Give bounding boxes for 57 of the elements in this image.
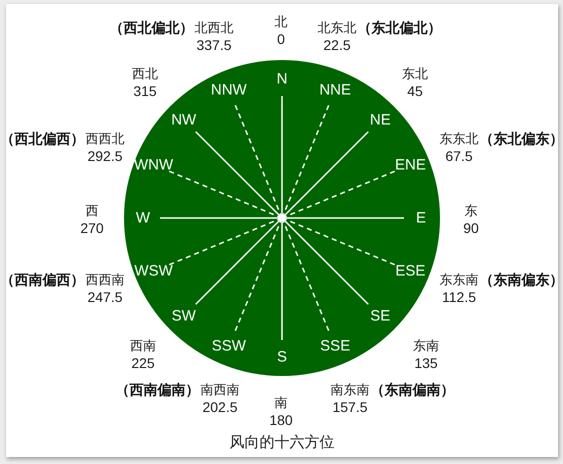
compass-point-label: N — [276, 70, 288, 88]
compass-point-label: SE — [370, 308, 390, 325]
direction-note: （西南偏西） — [0, 272, 84, 288]
degree-value: 45 — [407, 83, 423, 99]
degree-value: 337.5 — [196, 37, 232, 53]
compass-point-label: SSW — [212, 338, 246, 355]
direction-name: 西西南 — [86, 272, 124, 288]
direction-note: （西北偏北） — [110, 20, 194, 36]
compass-point-label: E — [416, 210, 426, 226]
degree-value: 22.5 — [323, 37, 351, 53]
direction-name: 西 — [86, 203, 98, 219]
compass-point-label: NE — [370, 111, 391, 128]
direction-note: （东北偏北） — [358, 20, 442, 36]
degree-value: 270 — [80, 220, 104, 236]
direction-note: （西南偏南） — [116, 382, 200, 398]
compass-point-label: SSE — [320, 338, 350, 355]
direction-name: 东北 — [402, 66, 428, 82]
direction-name: 南东南 — [330, 382, 370, 398]
degree-value: 180 — [269, 412, 293, 428]
direction-note: （西北偏西） — [0, 130, 84, 148]
direction-note: （东北偏东） — [480, 130, 563, 148]
compass-point-label: ENE — [394, 156, 426, 174]
degree-value: 157.5 — [332, 399, 368, 415]
degree-value: 0 — [277, 31, 285, 47]
degree-value: 225 — [131, 355, 155, 371]
degree-value: 292.5 — [87, 148, 123, 164]
direction-name: 南西南 — [200, 382, 240, 398]
compass-point-label: NNE — [319, 81, 352, 98]
direction-name: 东南 — [413, 338, 439, 354]
compass-point-label: WNW — [134, 156, 174, 174]
degree-value: 135 — [414, 355, 438, 371]
caption: 风向的十六方位 — [230, 434, 334, 452]
compass-point-label: WSW — [134, 262, 173, 280]
degree-value: 67.5 — [445, 148, 473, 164]
compass-point-label: NNW — [210, 81, 247, 98]
direction-name: 西西北 — [86, 131, 124, 147]
direction-name: 西北 — [132, 66, 158, 82]
compass-point-label: S — [277, 348, 287, 366]
compass-point-label: W — [136, 210, 150, 226]
degree-value: 90 — [463, 220, 479, 236]
degree-value: 247.5 — [87, 289, 123, 305]
direction-note: （东南偏南） — [370, 382, 454, 398]
degree-value: 315 — [133, 83, 157, 99]
direction-name: 西南 — [130, 338, 156, 354]
compass-point-label: ESE — [395, 262, 426, 280]
direction-name: 东东南 — [440, 272, 478, 288]
degree-value: 112.5 — [442, 289, 476, 305]
degree-value: 202.5 — [202, 399, 238, 415]
direction-name: 北 — [274, 14, 288, 30]
direction-name: 北西北 — [194, 20, 234, 36]
direction-name: 北东北 — [318, 20, 356, 36]
compass-point-label: SW — [172, 308, 196, 325]
direction-name: 东 — [464, 203, 478, 219]
direction-note: （东南偏东） — [480, 272, 563, 288]
compass-point-label: NW — [171, 111, 196, 128]
direction-name: 南 — [274, 395, 288, 411]
direction-name: 东东北 — [440, 131, 478, 147]
